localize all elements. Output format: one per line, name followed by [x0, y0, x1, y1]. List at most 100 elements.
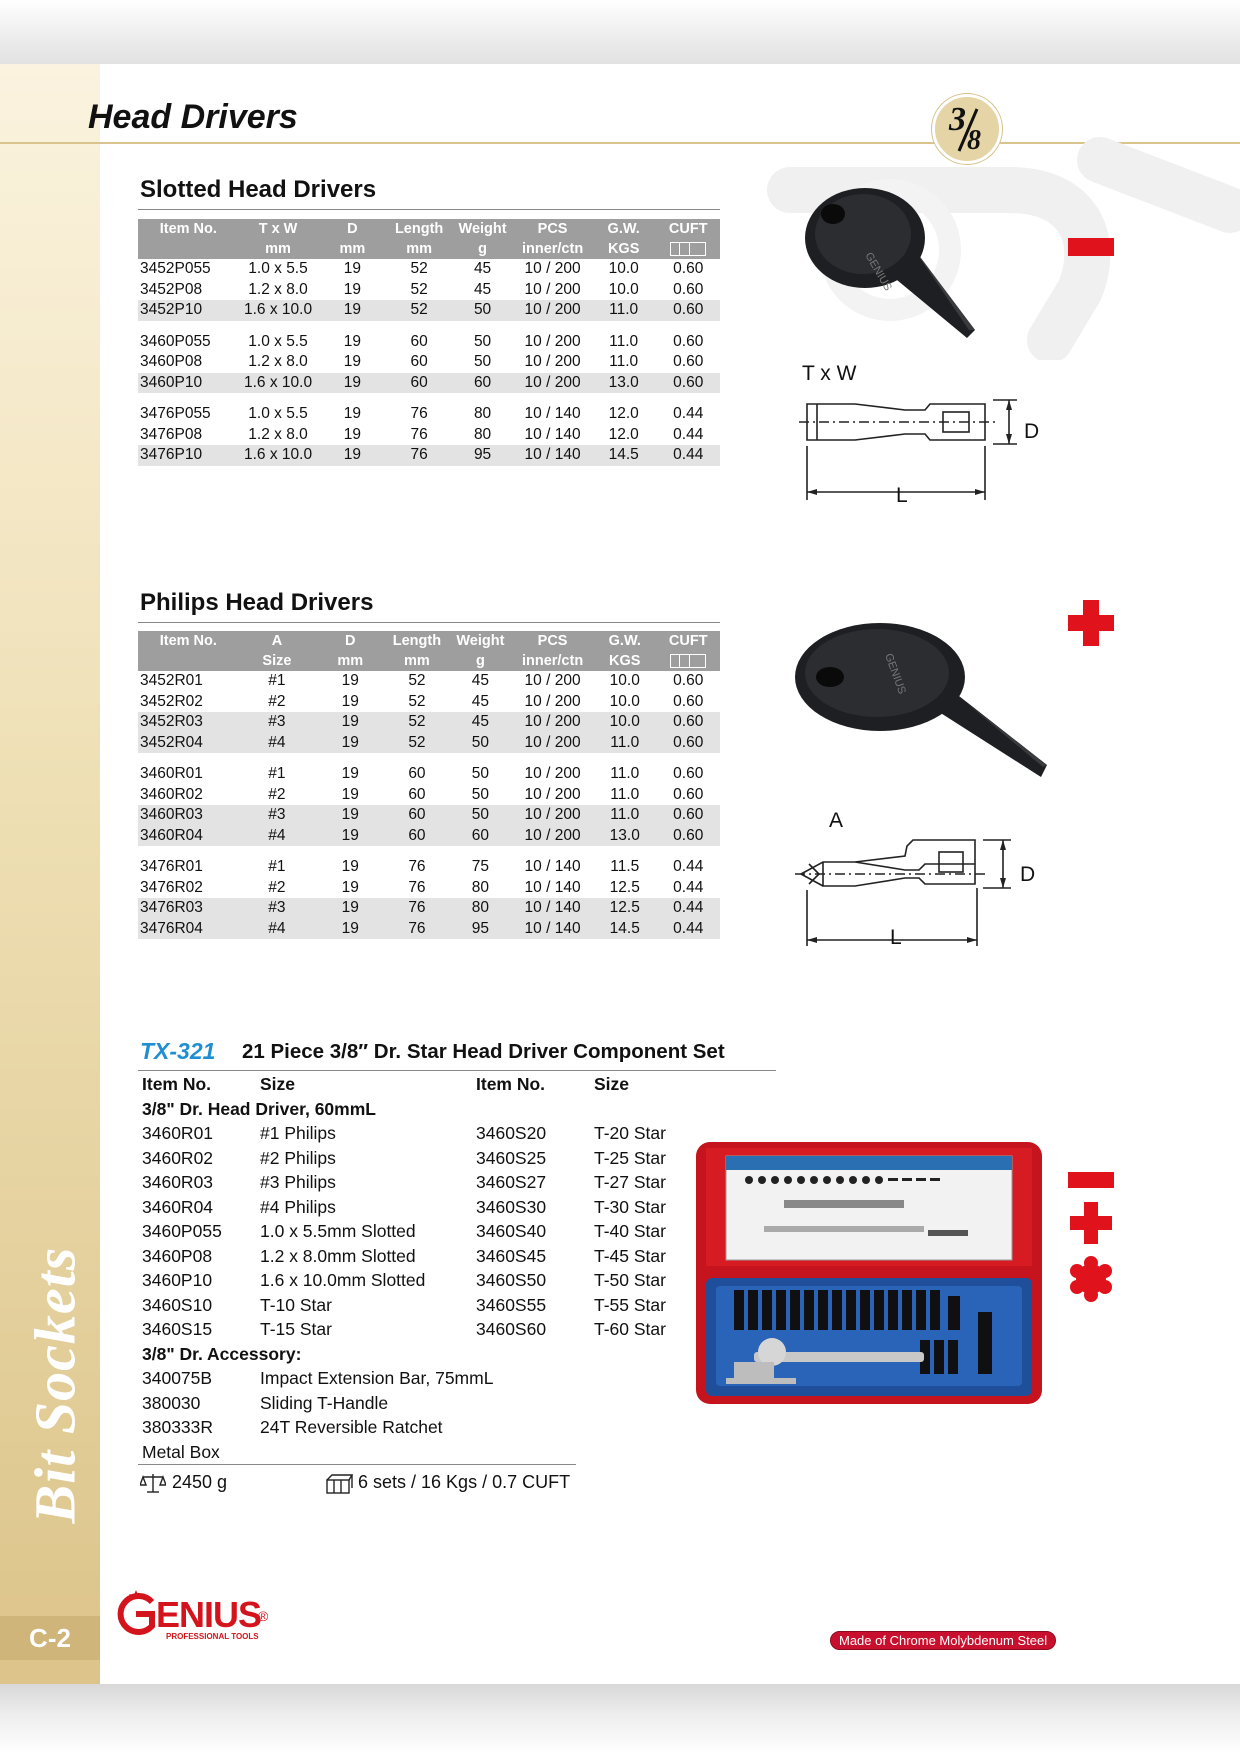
table-cell: 3476R03: [138, 898, 239, 919]
table-cell: 10.0: [609, 672, 640, 690]
table-cell: #2: [268, 785, 286, 803]
set-cell: 3460R02: [142, 1147, 214, 1168]
minus-symbol-icon: [1068, 238, 1114, 256]
set-cell: 3460S15: [142, 1319, 213, 1340]
page-title: Head Drivers: [88, 98, 298, 136]
philips-dimension-diagram: [795, 839, 1011, 946]
plus-symbol-icon: [1068, 600, 1114, 646]
table-cell: 3452P10: [138, 300, 239, 321]
table-cell: 3476P055: [140, 405, 211, 423]
table-cell: 19: [341, 672, 359, 690]
table-cell: 50: [448, 732, 513, 753]
set-cell: 3460S30: [476, 1196, 547, 1217]
set-cell: 3460S25: [476, 1147, 547, 1168]
table-cell: 1.0 x 5.5: [248, 260, 308, 278]
set-cell: T-10 Star: [260, 1294, 332, 1315]
column-unit: KGS: [593, 651, 657, 671]
column-header: D: [317, 219, 388, 239]
table-cell: #4: [238, 918, 316, 939]
set-code: TX-321: [140, 1038, 216, 1064]
column-unit: mm: [385, 651, 449, 671]
table-cell: 19: [343, 332, 362, 350]
column-header: CUFT: [656, 631, 720, 651]
table-cell: 3452R04: [138, 732, 239, 753]
set-cell: #4 Philips: [260, 1196, 336, 1217]
metal-box-photo: [696, 1142, 1042, 1404]
table-cell: 12.5: [609, 878, 640, 896]
l-dimension-label: L: [896, 484, 908, 507]
table-cell: 13.0: [590, 372, 657, 393]
set-metal-box-row: Metal Box: [142, 1440, 694, 1465]
l-dimension-label-philips: L: [890, 926, 902, 949]
table-cell: 10 / 200: [512, 712, 594, 733]
set-footer-rule: [138, 1464, 576, 1465]
set-cell: 1.6 x 10.0mm Slotted: [260, 1270, 426, 1291]
table-cell: #3: [238, 898, 316, 919]
table-cell: 95: [448, 918, 513, 939]
carton-icon: [326, 1474, 353, 1494]
a-dimension-label: A: [829, 809, 844, 832]
minus-symbol-icon-2: [1068, 1172, 1114, 1188]
set-cell: T-55 Star: [594, 1294, 666, 1315]
table-cell: 13.0: [593, 825, 657, 846]
column-unit: mm: [387, 239, 451, 259]
table-cell: 0.60: [673, 692, 704, 710]
table-cell: 11.0: [610, 765, 640, 783]
table-cell: 19: [317, 445, 388, 466]
table-cell: 45: [471, 672, 489, 690]
table-cell: 19: [341, 692, 359, 710]
table-cell: 14.5: [590, 445, 657, 466]
table-cell: 1.2 x 8.0: [248, 280, 308, 298]
table-cell: 0.60: [656, 712, 720, 733]
genius-g-mark: [117, 1590, 155, 1635]
table-cell: 52: [387, 300, 451, 321]
set-cell: 3460S40: [476, 1221, 547, 1242]
table-cell: 0.60: [673, 785, 704, 803]
table-cell: 10 / 200: [524, 785, 581, 803]
table-cell: 19: [343, 405, 362, 423]
plus-symbol-icon-2: [1070, 1202, 1112, 1244]
table-cell: 52: [385, 712, 449, 733]
table-cell: 1.2 x 8.0: [248, 425, 308, 443]
column-unit: [138, 239, 239, 259]
table-cell: 50: [473, 332, 492, 350]
slotted-section-title: Slotted Head Drivers: [140, 176, 377, 203]
table-cell: 10.0: [608, 280, 639, 298]
set-cell: 3460S50: [476, 1270, 547, 1291]
table-cell: 19: [315, 712, 386, 733]
table-cell: #4: [238, 732, 316, 753]
table-cell: 45: [448, 712, 513, 733]
group-spacer: [138, 321, 720, 332]
cuft-box-icon: [670, 242, 707, 257]
column-header: T x W: [238, 219, 318, 239]
sidebar-section-label: Bit Sockets: [22, 1246, 88, 1524]
set-cell: T-27 Star: [594, 1172, 666, 1193]
set-group-row: 3/8" Dr. Accessory:: [142, 1342, 694, 1367]
table-cell: 0.60: [656, 300, 720, 321]
column-unit: mm: [317, 239, 388, 259]
table-cell: 19: [315, 825, 386, 846]
table-cell: 0.44: [656, 898, 720, 919]
set-cell: 3460S27: [476, 1172, 547, 1193]
slotted-driver-photo: GENIUS: [805, 188, 975, 338]
table-cell: 76: [410, 425, 428, 443]
table-cell: 60: [410, 353, 428, 371]
set-cell: T-25 Star: [594, 1147, 666, 1168]
table-cell: 76: [385, 918, 449, 939]
table-cell: 1.6 x 10.0: [238, 445, 318, 466]
set-packing: 6 sets / 16 Kgs / 0.7 CUFT: [358, 1472, 571, 1492]
table-cell: 3476P10: [138, 445, 239, 466]
set-cell: 3460P055: [142, 1221, 222, 1242]
table-cell: 11.0: [593, 805, 657, 826]
